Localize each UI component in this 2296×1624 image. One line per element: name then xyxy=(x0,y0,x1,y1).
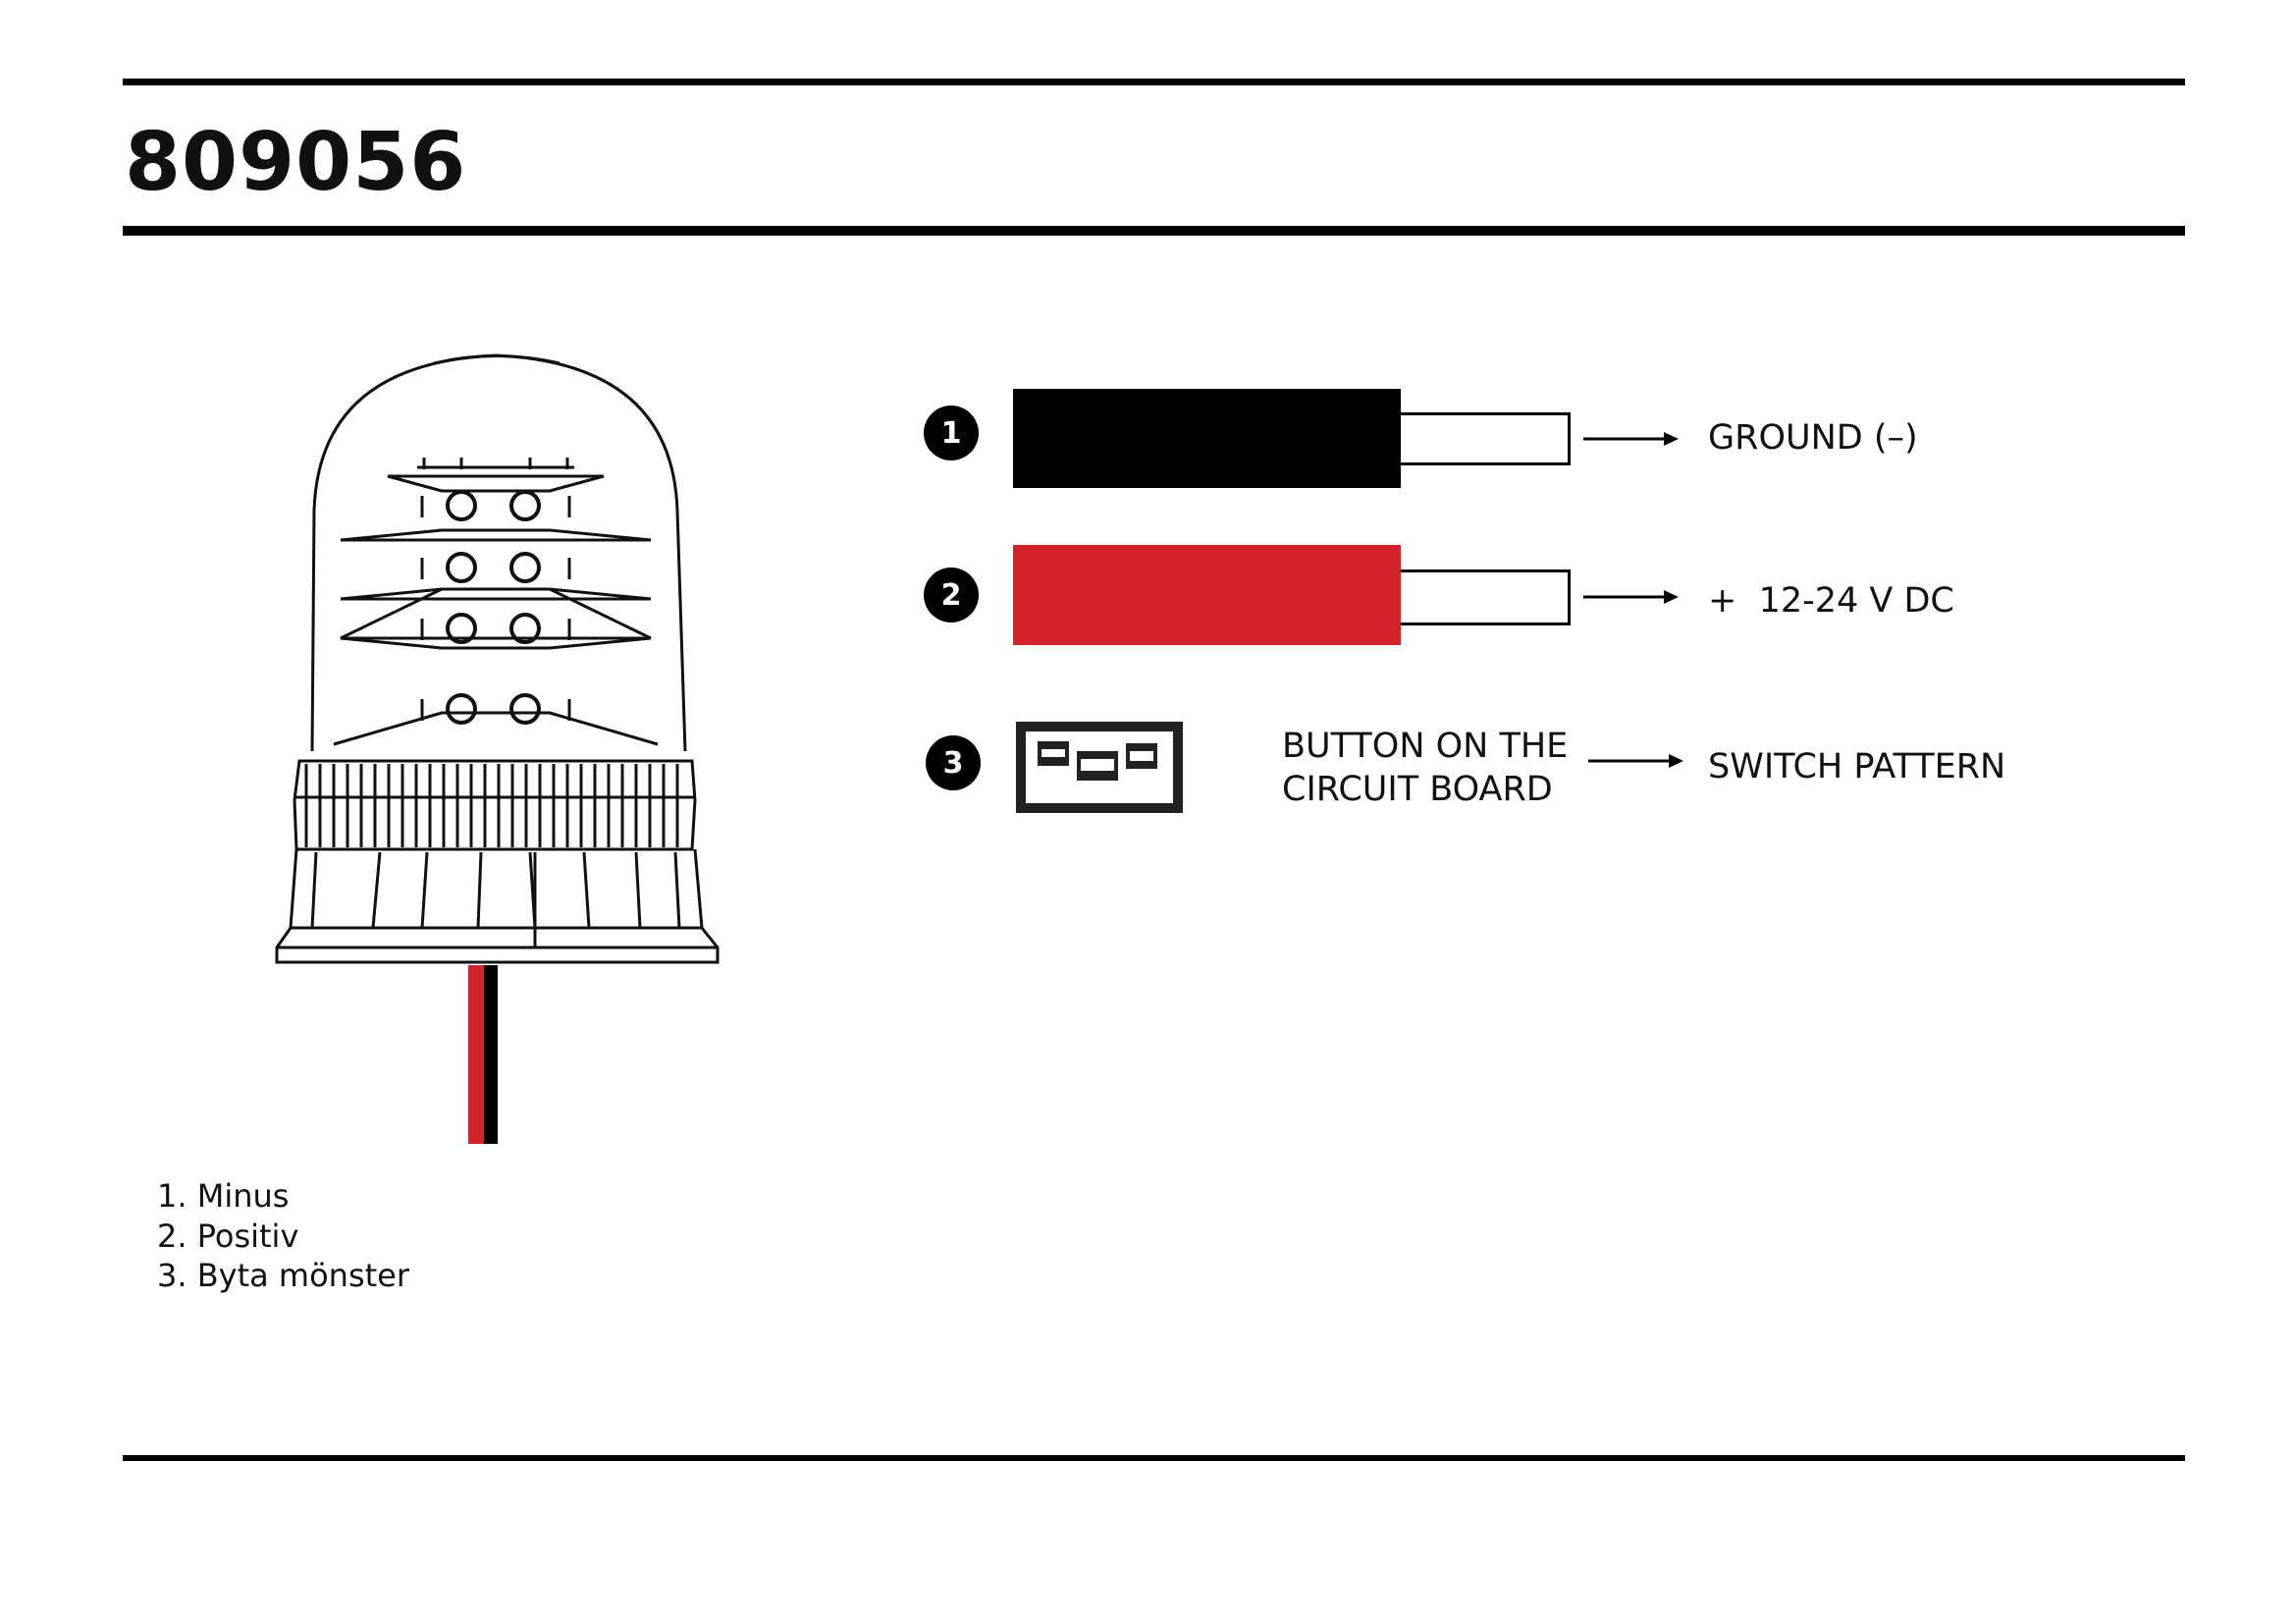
button-label-line1: BUTTON ON THE xyxy=(1282,727,1569,766)
number-badge-2: 2 xyxy=(924,568,979,623)
beacon-lamp-illustration xyxy=(275,353,720,1144)
led-module xyxy=(333,458,659,746)
red-wire-stripped-end xyxy=(1401,569,1571,625)
switch-pattern-label: SWITCH PATTERN xyxy=(1708,747,2006,786)
arrow-right-icon xyxy=(1583,432,1679,446)
ground-label: GROUND (–) xyxy=(1708,418,1918,458)
legend-list: 1. Minus 2. Positiv 3. Byta mönster xyxy=(157,1176,409,1296)
top-rule xyxy=(123,79,2185,85)
arrow-right-icon xyxy=(1588,754,1683,768)
legend-item-positiv: 2. Positiv xyxy=(157,1217,299,1255)
legend-item-minus: 1. Minus xyxy=(157,1177,290,1215)
legend-item-byta-monster: 3. Byta mönster xyxy=(157,1257,410,1294)
product-number: 809056 xyxy=(125,116,467,209)
title-rule xyxy=(123,226,2185,236)
black-wire-stripped-end xyxy=(1401,412,1571,465)
number-badge-3: 3 xyxy=(926,735,981,790)
number-badge-1: 1 xyxy=(924,406,979,460)
voltage-label: + 12-24 V DC xyxy=(1708,581,1954,621)
black-wire-insulation xyxy=(1013,389,1401,488)
red-wire xyxy=(468,965,484,1144)
ribbed-collar xyxy=(293,759,697,851)
arrow-right-icon xyxy=(1583,590,1679,604)
bottom-rule xyxy=(123,1455,2185,1461)
black-wire xyxy=(484,965,498,1144)
red-wire-insulation xyxy=(1013,545,1401,645)
circuit-board-button-icon xyxy=(1016,722,1183,813)
button-label-line2: CIRCUIT BOARD xyxy=(1282,770,1553,809)
base xyxy=(275,848,720,964)
